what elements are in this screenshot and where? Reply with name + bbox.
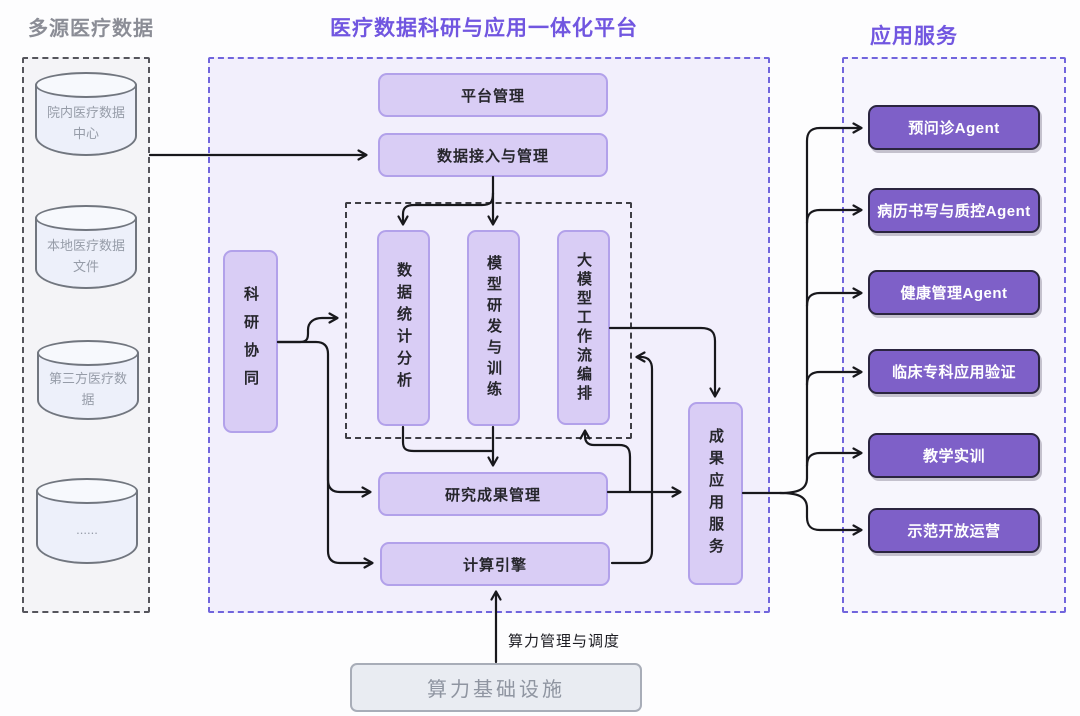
services-title: 应用服务 (870, 25, 958, 48)
service-demo-operation: 示范开放运营 (868, 508, 1040, 553)
service-health-management-agent: 健康管理Agent (868, 270, 1040, 315)
module-platform-management: 平台管理 (378, 73, 608, 117)
service-pre-consultation-agent: 预问诊Agent (868, 105, 1040, 150)
module-research-collaboration: 科研协同 (223, 250, 278, 433)
compute-scheduling-label: 算力管理与调度 (508, 633, 621, 650)
datasource-hospital-data-center: 院内医疗数据中心 (35, 72, 137, 156)
module-results-app-service: 成果应用服务 (688, 402, 743, 585)
datasource-others: ...... (36, 478, 138, 564)
service-clinical-validation: 临床专科应用验证 (868, 349, 1040, 394)
service-medical-record-agent: 病历书写与质控Agent (868, 188, 1040, 233)
left-panel-title: 多源医疗数据 (28, 18, 154, 40)
cylinder-top (35, 205, 137, 231)
datasource-label: 院内医疗数据中心 (46, 105, 125, 141)
datasource-local-files: 本地医疗数据文件 (35, 205, 137, 289)
module-compute-engine: 计算引擎 (380, 542, 610, 586)
datasource-label: 第三方医疗数据 (48, 371, 127, 407)
cylinder-top (36, 478, 138, 504)
module-llm-workflow: 大模型工作流编排 (557, 230, 610, 425)
datasource-third-party: 第三方医疗数据 (37, 340, 139, 420)
module-model-development: 模型研发与训练 (467, 230, 520, 426)
module-data-ingest: 数据接入与管理 (378, 133, 608, 177)
compute-infrastructure-box: 算力基础设施 (350, 663, 642, 712)
module-research-results: 研究成果管理 (378, 472, 608, 516)
module-data-statistics: 数据统计分析 (377, 230, 430, 426)
platform-title: 医疗数据科研与应用一体化平台 (330, 17, 638, 40)
service-teaching-training: 教学实训 (868, 433, 1040, 478)
datasource-label: 本地医疗数据文件 (46, 238, 125, 274)
datasource-label: ...... (76, 522, 98, 538)
cylinder-top (37, 340, 139, 366)
cylinder-top (35, 72, 137, 98)
